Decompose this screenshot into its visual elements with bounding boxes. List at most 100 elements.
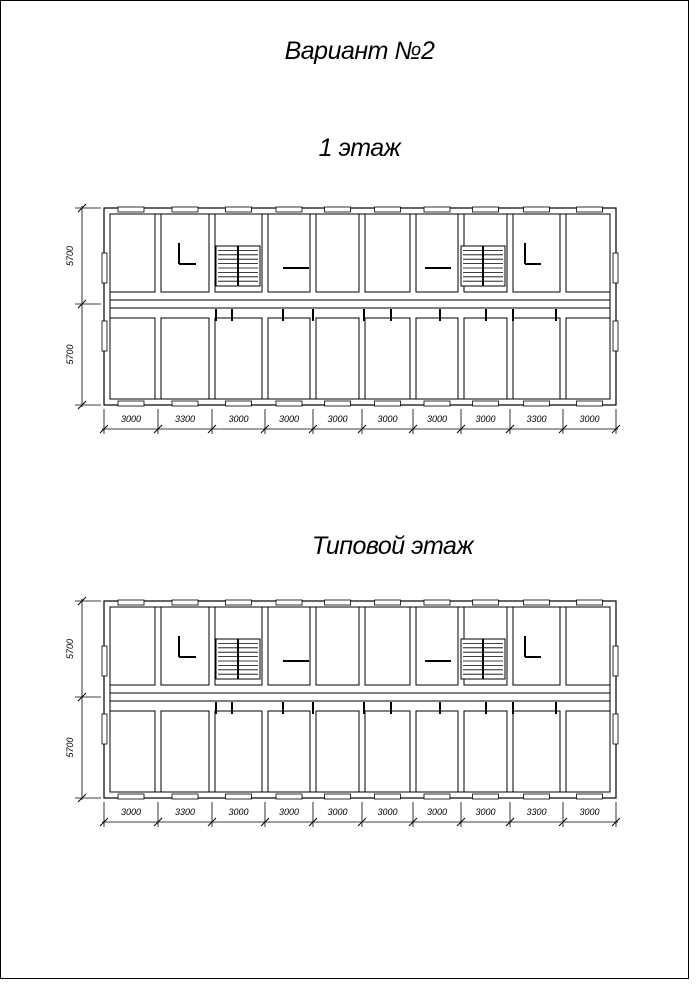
window-south xyxy=(423,400,451,407)
window-east xyxy=(612,252,619,284)
window-north xyxy=(171,206,199,213)
horizontal-dimension-label: 3300 xyxy=(175,807,195,817)
vertical-dimension-label: 5700 xyxy=(65,344,75,364)
window-south xyxy=(171,400,199,407)
window-south xyxy=(225,793,252,800)
staircase xyxy=(460,245,506,287)
window-north xyxy=(275,599,303,606)
vertical-dimension-label: 5700 xyxy=(65,246,75,266)
window-south xyxy=(225,400,252,407)
first-floor-title: 1 этаж xyxy=(318,134,401,162)
horizontal-dimension-label: 3000 xyxy=(427,807,447,817)
horizontal-dimension-label: 3000 xyxy=(279,414,299,424)
dimension-tick xyxy=(357,817,367,827)
horizontal-dimension-label: 3000 xyxy=(579,807,599,817)
window-north xyxy=(374,206,401,213)
horizontal-dimension-label: 3000 xyxy=(327,807,347,817)
rooms xyxy=(109,213,611,400)
vertical-dimension-label: 5700 xyxy=(65,639,75,659)
window-north xyxy=(472,599,499,606)
room-upper xyxy=(214,213,263,293)
window-west xyxy=(101,713,108,745)
horizontal-dimension-label: 3000 xyxy=(327,414,347,424)
vertical-dimension-line: 5700 5700 xyxy=(65,203,101,410)
window-north xyxy=(472,206,499,213)
dimension-tick xyxy=(77,596,87,606)
window-north xyxy=(523,206,550,213)
dimension-tick xyxy=(611,817,621,827)
window-east xyxy=(612,320,619,352)
window-south xyxy=(523,400,550,407)
room-upper xyxy=(512,213,561,293)
window-east xyxy=(612,713,619,745)
horizontal-dimension-label: 3000 xyxy=(377,807,397,817)
horizontal-dimension-label: 3300 xyxy=(175,414,195,424)
dimension-tick xyxy=(408,817,418,827)
window-south xyxy=(117,400,145,407)
room-lower xyxy=(109,710,156,793)
window-north xyxy=(374,599,401,606)
room-upper xyxy=(565,213,611,293)
room-lower xyxy=(160,710,210,793)
horizontal-dimension-label: 3000 xyxy=(228,414,248,424)
outer-wall xyxy=(103,207,617,406)
room-upper xyxy=(160,606,210,686)
window-north xyxy=(576,599,603,606)
window-east xyxy=(612,645,619,677)
room-upper xyxy=(109,213,156,293)
window-south xyxy=(576,793,603,800)
window-south xyxy=(324,400,351,407)
room-lower xyxy=(214,317,263,400)
room-lower xyxy=(565,710,611,793)
horizontal-dimension-label: 3000 xyxy=(121,807,141,817)
typical-floor-title: Типовой этаж xyxy=(311,532,474,560)
room-upper xyxy=(415,606,459,686)
dimension-tick xyxy=(99,817,109,827)
dimension-tick xyxy=(77,793,87,803)
horizontal-dimension-label: 3000 xyxy=(475,807,495,817)
room-lower xyxy=(415,710,459,793)
window-south xyxy=(423,793,451,800)
window-south xyxy=(472,793,499,800)
window-north xyxy=(576,206,603,213)
horizontal-dimension-label: 3300 xyxy=(526,414,546,424)
dimension-tick xyxy=(77,692,87,702)
dimension-tick xyxy=(558,817,568,827)
partitions xyxy=(178,636,557,714)
dimension-tick xyxy=(456,424,466,434)
window-west xyxy=(101,320,108,352)
window-north xyxy=(275,206,303,213)
rooms xyxy=(109,606,611,793)
room-upper xyxy=(315,606,360,686)
windows xyxy=(101,599,619,800)
room-lower xyxy=(364,317,411,400)
window-south xyxy=(523,793,550,800)
room-upper xyxy=(315,213,360,293)
window-north xyxy=(423,599,451,606)
window-west xyxy=(101,252,108,284)
window-north xyxy=(523,599,550,606)
room-upper xyxy=(160,213,210,293)
horizontal-dimension-label: 3000 xyxy=(427,414,447,424)
dimension-tick xyxy=(308,817,318,827)
horizontal-dimension-label: 3300 xyxy=(526,807,546,817)
partitions xyxy=(178,243,557,321)
window-north xyxy=(324,206,351,213)
window-north xyxy=(225,599,252,606)
dimension-tick xyxy=(207,424,217,434)
staircase xyxy=(460,638,506,680)
window-south xyxy=(275,793,303,800)
window-south xyxy=(576,400,603,407)
outer-wall xyxy=(103,600,617,799)
window-south xyxy=(472,400,499,407)
window-north xyxy=(324,599,351,606)
room-upper xyxy=(214,606,263,686)
staircase xyxy=(215,638,261,680)
room-upper xyxy=(109,606,156,686)
dimension-tick xyxy=(77,400,87,410)
window-north xyxy=(171,599,199,606)
window-south xyxy=(171,793,199,800)
dimension-tick xyxy=(505,817,515,827)
